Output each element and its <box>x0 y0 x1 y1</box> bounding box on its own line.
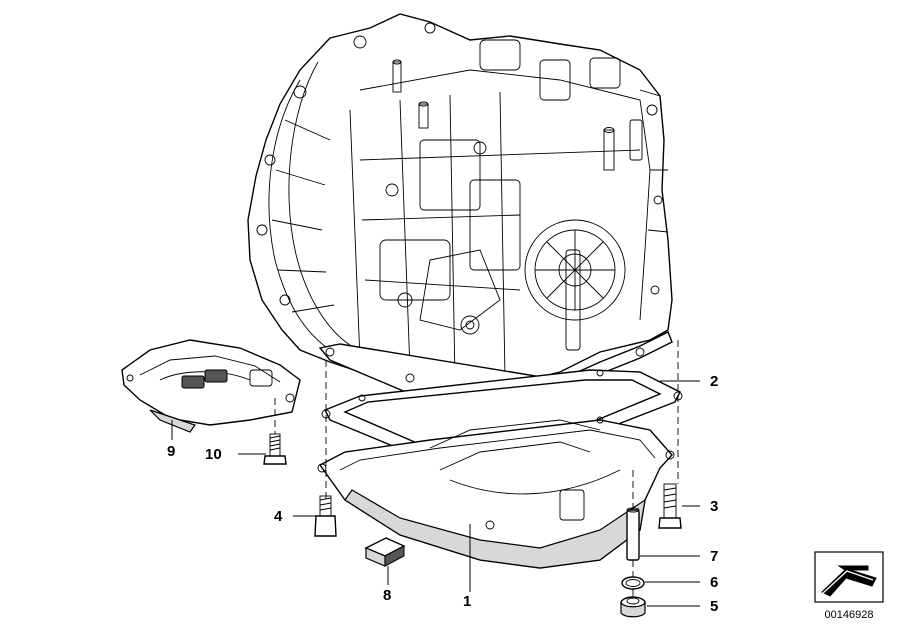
seal-ring-part <box>621 576 645 590</box>
callout-3: 3 <box>710 498 718 515</box>
callout-labels: 1 2 3 4 5 6 7 8 9 10 <box>167 373 718 615</box>
oil-pan-part <box>317 416 675 569</box>
callout-10: 10 <box>205 446 222 463</box>
callout-7: 7 <box>710 548 718 565</box>
pan-bolt-right-part <box>658 483 682 529</box>
callout-6: 6 <box>710 574 718 591</box>
pan-bolt-left-part <box>314 495 337 537</box>
callout-8: 8 <box>383 587 391 604</box>
magnet-part <box>364 537 406 567</box>
callout-9: 9 <box>167 443 175 460</box>
drain-plug-part <box>620 596 646 618</box>
oil-tube-part <box>626 507 640 561</box>
reference-number: 00146928 <box>825 609 874 621</box>
callout-4: 4 <box>274 508 283 525</box>
callout-leaders <box>171 380 700 607</box>
oil-filter-part <box>121 339 301 433</box>
callout-1: 1 <box>463 593 471 610</box>
filter-screw-part <box>263 433 287 465</box>
callout-2: 2 <box>710 373 718 390</box>
assembly-lines <box>274 340 679 597</box>
callout-5: 5 <box>710 598 718 615</box>
reference-box: 00146928 <box>814 551 884 621</box>
arrow-icon <box>821 565 877 597</box>
transmission-housing <box>247 13 673 399</box>
